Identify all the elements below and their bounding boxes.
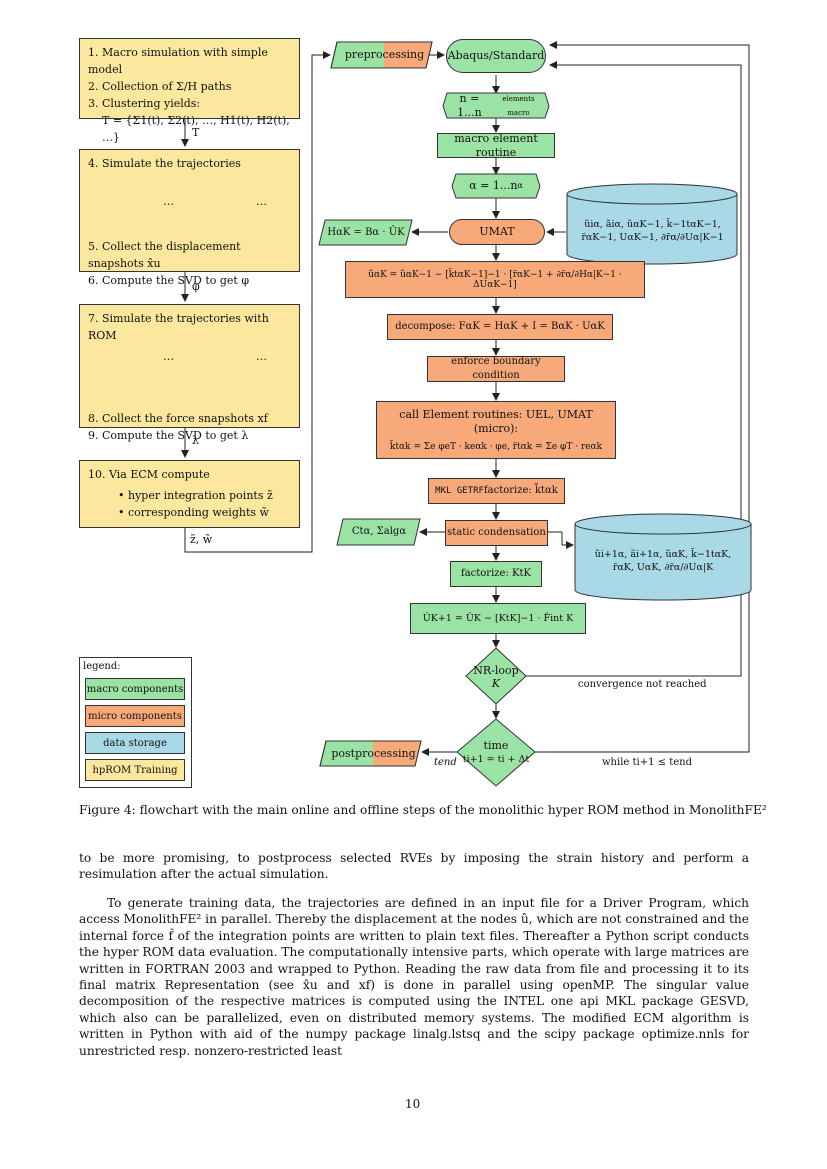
- ellipsis-1: …: [163, 195, 174, 208]
- postprocessing-node: postprocessing: [331, 746, 416, 760]
- hprom-box-1: 1. Macro simulation with simple model 2.…: [79, 38, 300, 144]
- abaqus-node: Abaqus/Standard: [446, 39, 546, 73]
- static-condensation-node: static condensation: [445, 520, 548, 546]
- arrow-label-zw: z̃, w̃: [190, 533, 213, 546]
- paragraph-2: To generate training data, the trajector…: [79, 896, 749, 1058]
- call-routines-label: call Element routines: UEL, UMAT (micro)…: [399, 408, 593, 435]
- hprom-step-3: 3. Clustering yields:: [88, 97, 201, 110]
- legend-training: hpROM Training: [85, 759, 185, 781]
- hprom-step-1: 1. Macro simulation with simple model: [88, 46, 268, 76]
- c-sigma-node: Ctα, Σalgα: [351, 526, 407, 537]
- history-storage-2: ũi+1α, ãi+1α, ũαK, k̃−1tαK, r̃αK, UαK, ∂…: [578, 536, 748, 586]
- ecm-item-1: • hyper integration points z̃: [118, 489, 273, 502]
- hprom-step-2: 2. Collection of Σ/H paths: [88, 80, 232, 93]
- arrow-label-lambda: λ: [192, 434, 199, 447]
- nr-loop-decision: NR-loop K: [466, 662, 526, 692]
- ecm-item-2: • corresponding weights w̃: [118, 506, 269, 519]
- ellipsis-2: …: [256, 195, 267, 208]
- hprom-clusters: T = {Σ1(t), Σ2(t), …, H1(t), H2(t), …}: [102, 114, 290, 144]
- preprocessing-node: preprocessing: [344, 48, 425, 61]
- time-label: time: [483, 738, 509, 752]
- macro-element-routine: macro element routine: [437, 132, 555, 159]
- storage1-line2: r̃αK−1, UαK−1, ∂r̃α/∂Uα|K−1: [581, 232, 724, 243]
- u-update-node: ÛK+1 = ÛK − [KtK]−1 · F̂int K: [410, 603, 586, 634]
- convergence-label: convergence not reached: [578, 679, 707, 690]
- arrow-label-phi: φ: [192, 280, 200, 293]
- nr-loop-k: K: [491, 677, 501, 690]
- call-element-routines: call Element routines: UEL, UMAT (micro)…: [376, 401, 616, 459]
- hprom-step-9: 9. Compute the SVD to get λ: [88, 429, 249, 442]
- legend-storage: data storage: [85, 732, 185, 754]
- factorize-node: factorize: KtK: [450, 561, 542, 587]
- ellipsis-4: …: [256, 350, 267, 363]
- hprom-step-8: 8. Collect the force snapshots xf: [88, 412, 268, 425]
- paragraph-1: to be more promising, to postprocess sel…: [79, 851, 749, 882]
- page-number: 10: [405, 1097, 421, 1111]
- history-storage-1: ũiα, ãiα, ũαK−1, k̃−1tαK−1, r̃αK−1, UαK−…: [570, 205, 735, 257]
- legend-title: legend:: [83, 661, 121, 672]
- update-equation: ũαK = ũαK−1 − [k̃tαK−1]−1 · [r̃αK−1 + ∂r…: [345, 261, 645, 298]
- umat-node: UMAT: [449, 219, 545, 245]
- ellipsis-3: …: [163, 350, 174, 363]
- legend-micro: micro components: [85, 705, 185, 727]
- hprom-step-4: 4. Simulate the trajectories: [88, 157, 241, 170]
- hprom-step-6: 6. Compute the SVD to get φ: [88, 274, 250, 287]
- hprom-step-7: 7. Simulate the trajectories with ROM: [88, 312, 269, 342]
- decompose-node: decompose: FαK = HαK + I = BαK · UαK: [387, 314, 613, 340]
- boundary-node: enforce boundary condition: [427, 356, 565, 382]
- mkl-label: MKL GETRF: [435, 486, 484, 496]
- hprom-step-5: 5. Collect the displacement snapshots x̂…: [88, 240, 241, 270]
- h-equation: HαK = Bα · ÛK: [327, 226, 405, 238]
- while-label: while ti+1 ≤ tend: [602, 757, 692, 768]
- hprom-box-2: 4. Simulate the trajectories 5. Collect …: [79, 149, 300, 287]
- nr-loop-label: NR-loop: [473, 664, 519, 677]
- mkl-factorize-node: MKL GETRF factorize: k̃tαk: [428, 478, 565, 504]
- t-end-label: tend: [434, 757, 457, 768]
- arrow-label-T: T: [192, 126, 200, 139]
- hprom-box-3: 7. Simulate the trajectories with ROM 8.…: [79, 304, 300, 442]
- call-routines-equation: k̃tαk = Σe φeT · keαk · φe, r̃tαk = Σe φ…: [389, 442, 603, 452]
- storage1-line1: ũiα, ãiα, ũαK−1, k̃−1tαK−1,: [584, 219, 721, 230]
- time-equation: ti+1 = ti + Δt: [462, 753, 530, 765]
- time-decision: time ti+1 = ti + Δt: [457, 734, 535, 770]
- storage2-line1: ũi+1α, ãi+1α, ũαK, k̃−1tαK,: [594, 549, 732, 560]
- mkl-rest: factorize: k̃tαk: [483, 485, 558, 496]
- figure-caption: Figure 4: flowchart with the main online…: [79, 803, 767, 817]
- storage2-line2: r̃αK, UαK, ∂r̃α/∂Uα|K: [612, 562, 714, 573]
- legend-macro: macro components: [85, 678, 185, 700]
- hprom-step-10: 10. Via ECM compute: [88, 468, 210, 481]
- hprom-box-4: 10. Via ECM compute • hyper integration …: [79, 460, 300, 528]
